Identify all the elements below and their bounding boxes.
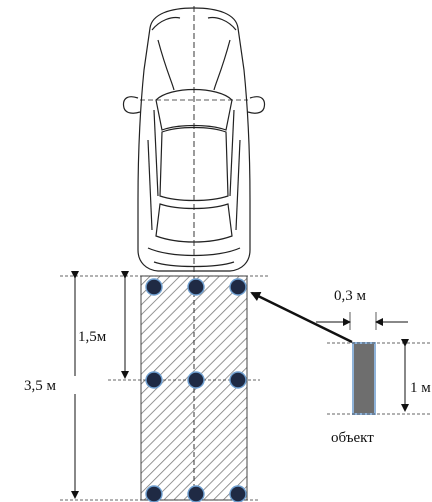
sensor-point (145, 278, 163, 296)
sensor-point (187, 278, 205, 296)
sensor-point (229, 371, 247, 389)
mid-distance-dimension: 1,5м (76, 271, 129, 379)
object-caption: объект (331, 430, 374, 446)
sensor-point (145, 485, 163, 502)
sensor-point (187, 371, 205, 389)
object-height-label: 1 м (410, 380, 431, 396)
object-width-label: 0,3 м (334, 288, 367, 304)
mid-distance-label: 1,5м (78, 329, 107, 345)
car-top-view-icon (122, 6, 266, 272)
arrow-icon (250, 291, 353, 344)
object-width-dimension: 0,3 м (316, 288, 408, 330)
total-length-label: 3,5 м (24, 378, 57, 394)
sensor-point (187, 485, 205, 502)
object-icon (352, 342, 376, 415)
sensor-point (145, 371, 163, 389)
sensor-point (229, 485, 247, 502)
total-length-dimension: 3,5 м (20, 271, 79, 499)
object-height-dimension: 1 м (327, 339, 432, 415)
sensor-points (145, 278, 247, 502)
sensor-point (229, 278, 247, 296)
